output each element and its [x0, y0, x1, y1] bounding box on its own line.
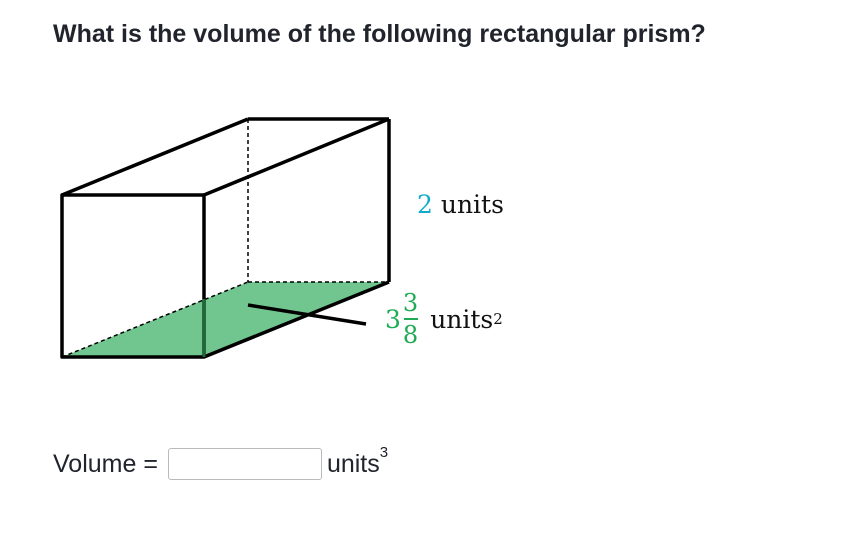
volume-unit-exponent: 3: [379, 444, 389, 461]
area-fraction: 3 8: [403, 290, 418, 348]
area-denominator: 8: [402, 321, 419, 349]
height-value: 2: [417, 190, 433, 219]
visible-edges: [60, 117, 391, 359]
volume-label: Volume =: [53, 449, 158, 478]
area-numerator: 3: [402, 289, 419, 317]
base-area-face: [62, 282, 389, 357]
area-unit: units: [430, 304, 494, 334]
hidden-edges: [61, 119, 389, 358]
question-text: What is the volume of the following rect…: [53, 20, 706, 48]
volume-input[interactable]: [167, 448, 322, 480]
height-label: 2 units: [417, 190, 504, 219]
area-exponent: 2: [493, 310, 503, 328]
height-unit: units: [440, 190, 504, 219]
area-pointer-line: [247, 303, 367, 326]
volume-unit: units: [326, 449, 380, 478]
area-whole: 3: [385, 304, 401, 334]
